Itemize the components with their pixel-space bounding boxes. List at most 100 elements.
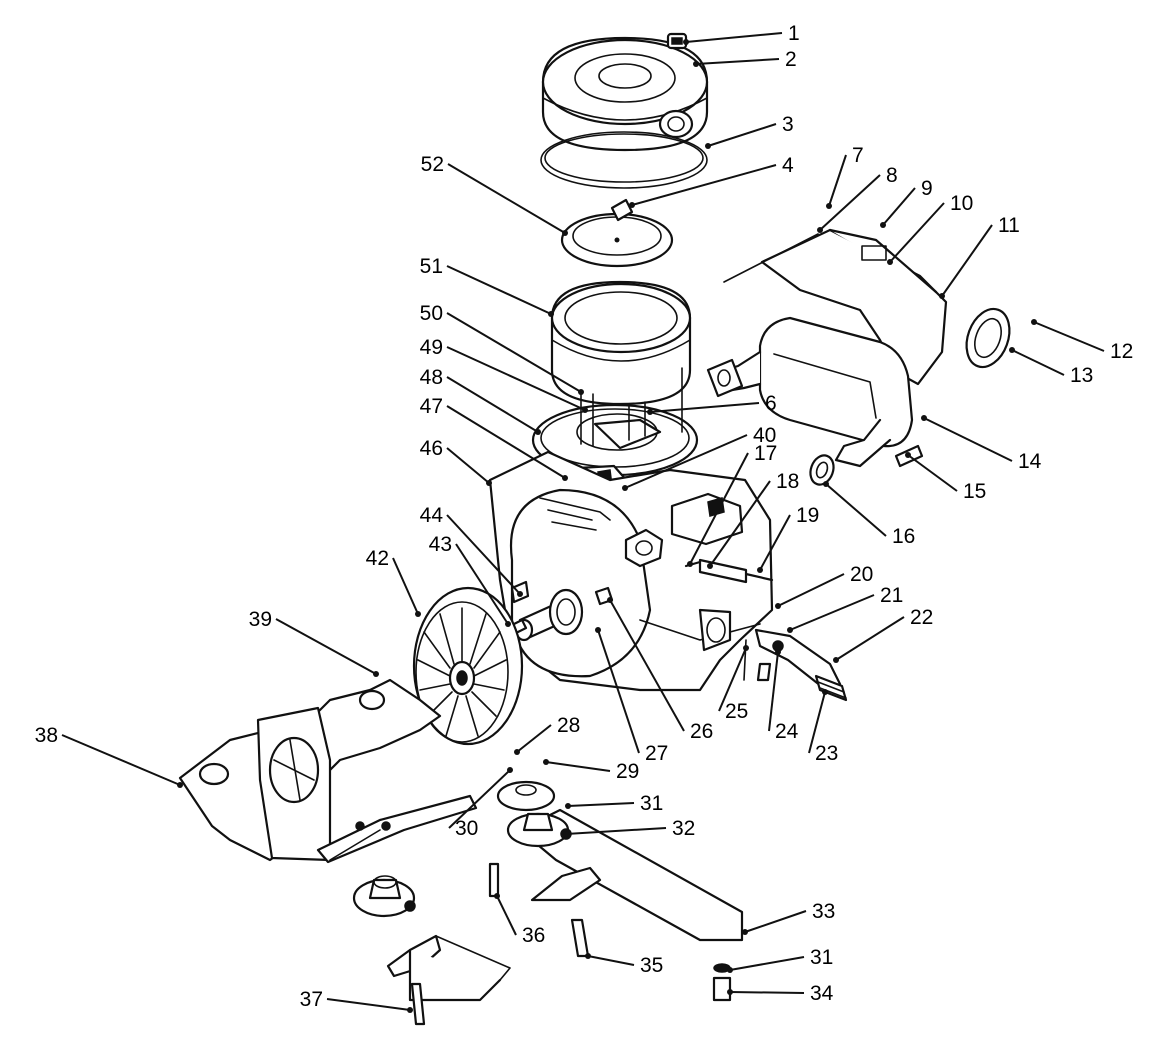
leader-line (729, 956, 805, 971)
leader-line (446, 514, 521, 595)
leader-line (789, 594, 875, 631)
leader-line (1011, 349, 1065, 376)
leader-dot (939, 293, 945, 299)
callout-number: 4 (782, 154, 794, 177)
callout-number: 32 (672, 817, 695, 840)
callout-number: 11 (998, 214, 1020, 237)
leader-dot (887, 259, 893, 265)
cover-gasket-ring (540, 131, 708, 189)
callout-number: 31 (640, 792, 663, 815)
leader-line (447, 163, 566, 234)
leader-dot (517, 591, 523, 597)
callout-number: 28 (557, 714, 580, 737)
callout-number: 30 (455, 817, 478, 840)
callout-number: 50 (420, 302, 443, 325)
leader-dot (880, 222, 886, 228)
leader-dot (622, 485, 628, 491)
leader-line (597, 629, 640, 754)
callout-number: 18 (776, 470, 799, 493)
leader-line (624, 434, 748, 489)
leader-dot (548, 311, 554, 317)
leader-line (828, 154, 847, 207)
leader-line (446, 405, 566, 479)
fuel-pump (624, 528, 664, 568)
leader-dot (562, 475, 568, 481)
muffler-body (706, 316, 914, 468)
callout-number: 22 (910, 606, 933, 629)
exhaust-gasket (809, 454, 835, 486)
callout-number: 15 (963, 480, 986, 503)
leader-dot (817, 227, 823, 233)
leader-dot (905, 452, 911, 458)
leader-line (695, 58, 780, 65)
leader-line (631, 164, 777, 206)
leader-line (326, 998, 411, 1011)
leader-line (565, 827, 667, 835)
leader-line (707, 123, 777, 147)
callout-number: 36 (522, 924, 545, 947)
leader-line (889, 202, 945, 263)
leader-line (819, 174, 881, 231)
leader-dot (415, 611, 421, 617)
leader-dot (647, 409, 653, 415)
leader-line (759, 514, 791, 571)
air-cleaner-cover (541, 36, 709, 152)
leader-line (718, 647, 747, 712)
leader-line (545, 761, 611, 772)
leader-dot (607, 597, 613, 603)
right-mount-bracket (530, 866, 602, 902)
leader-dot (727, 967, 733, 973)
left-mount-bracket (386, 934, 511, 1002)
leader-line (446, 265, 552, 315)
leader-line (61, 734, 181, 786)
callout-number: 35 (640, 954, 663, 977)
leader-dot (683, 39, 689, 45)
engine-mounting-plate (178, 678, 442, 862)
callout-number: 20 (850, 563, 873, 586)
leader-dot (595, 627, 601, 633)
callout-number: 39 (249, 608, 272, 631)
callout-number: 34 (810, 982, 834, 1005)
leader-line (455, 543, 509, 625)
leader-dot (407, 1007, 413, 1013)
leader-line (689, 452, 749, 565)
callout-number: 52 (421, 153, 444, 176)
callout-number: 21 (880, 584, 903, 607)
leader-dot (505, 621, 511, 627)
leader-dot (1031, 319, 1037, 325)
leader-dot (535, 429, 541, 435)
leader-dot (775, 603, 781, 609)
leader-line (446, 346, 586, 411)
leader-line (446, 376, 539, 433)
callout-number: 38 (35, 724, 58, 747)
left-rubber-mount (352, 821, 416, 918)
leader-line (709, 480, 771, 567)
leader-dot (833, 657, 839, 663)
callout-number: 40 (753, 424, 776, 447)
callout-number: 6 (765, 392, 777, 415)
callout-number: 47 (420, 395, 443, 418)
leader-dot (486, 480, 492, 486)
callout-number: 8 (886, 164, 898, 187)
leader-line (744, 910, 807, 933)
leader-dot (757, 567, 763, 573)
leader-dot (823, 481, 829, 487)
mount-bolts (410, 862, 732, 1026)
leader-line (825, 483, 887, 537)
leader-dot (629, 202, 635, 208)
leader-dot (562, 230, 568, 236)
leader-line (392, 557, 419, 615)
callout-number: 23 (815, 742, 838, 765)
leader-line (446, 312, 582, 393)
callout-number: 42 (366, 547, 389, 570)
precleaner-disc (560, 198, 674, 268)
callout-number: 25 (725, 700, 748, 723)
leader-line (729, 991, 805, 994)
leader-dot (693, 61, 699, 67)
callout-number: 33 (812, 900, 835, 923)
leader-dot (585, 953, 591, 959)
leader-line (516, 724, 552, 753)
leader-line (923, 417, 1013, 462)
throttle-lever (743, 628, 848, 702)
